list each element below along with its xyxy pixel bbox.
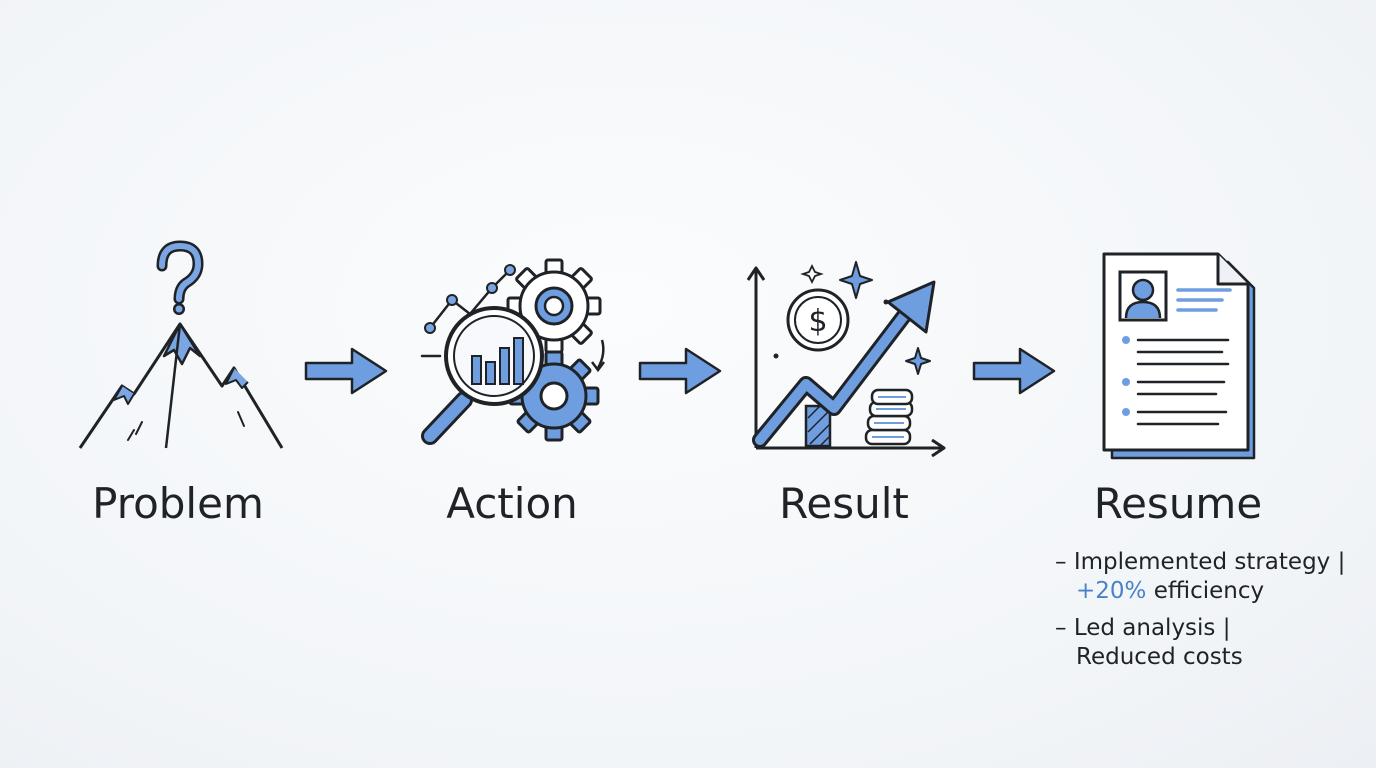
bullet-text: efficiency bbox=[1146, 578, 1265, 604]
magnifier-gears-icon bbox=[420, 258, 605, 445]
resume-bullet-list: – Implemented strategy | +20% efficiency… bbox=[1055, 548, 1355, 680]
step-label-resume: Resume bbox=[1093, 479, 1263, 528]
bullet-text: Implemented strategy | bbox=[1073, 549, 1346, 575]
bullet-dash: – bbox=[1055, 615, 1067, 641]
step-label-result: Result bbox=[779, 479, 909, 528]
svg-text:$: $ bbox=[808, 304, 827, 339]
resume-bullet-item: – Implemented strategy | +20% efficiency bbox=[1055, 548, 1355, 606]
step-label-problem: Problem bbox=[92, 479, 264, 528]
bullet-dash: – bbox=[1055, 549, 1067, 575]
growth-chart-icon: $ bbox=[746, 261, 946, 458]
bullet-text: Led analysis | bbox=[1073, 615, 1231, 641]
resume-document-icon bbox=[1102, 252, 1256, 460]
arrow-right-icon bbox=[972, 347, 1056, 395]
step-label-action: Action bbox=[446, 479, 578, 528]
arrow-right-icon bbox=[638, 347, 722, 395]
bullet-highlight: +20% bbox=[1076, 578, 1147, 604]
mountain-question-icon bbox=[78, 240, 284, 449]
arrow-right-icon bbox=[304, 347, 388, 395]
bullet-text: Reduced costs bbox=[1076, 644, 1243, 670]
resume-bullet-item: – Led analysis | Reduced costs bbox=[1055, 614, 1355, 672]
